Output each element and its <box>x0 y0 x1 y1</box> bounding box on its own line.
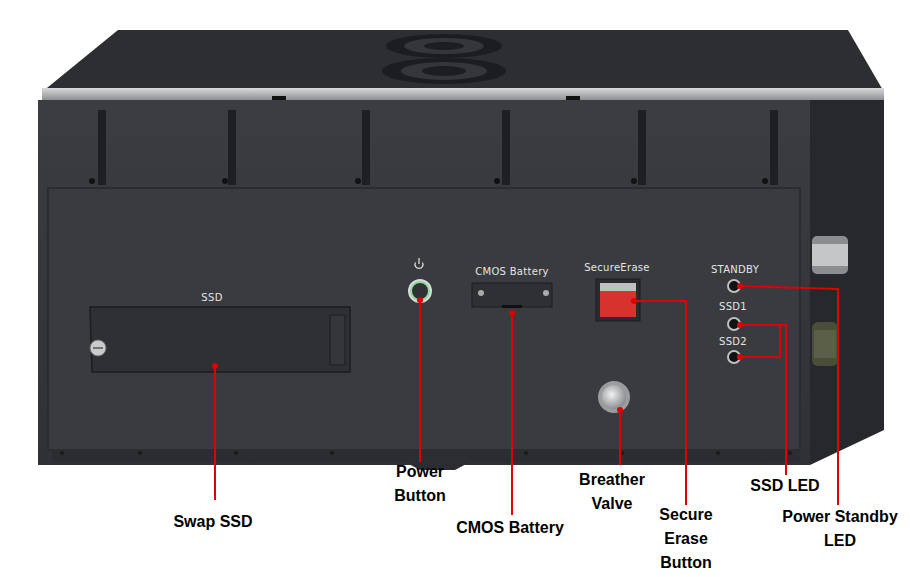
leader-lines <box>215 286 838 515</box>
callout-label: Breather Valve <box>572 468 652 516</box>
callout-label: Swap SSD <box>153 510 273 534</box>
led-label: SSD2 <box>708 336 758 348</box>
panel-label: SecureErase <box>572 262 662 274</box>
panel-label: CMOS Battery <box>462 266 562 278</box>
led-label: SSD1 <box>708 301 758 313</box>
power-button <box>408 258 432 303</box>
callout-label: Secure Erase Button <box>641 503 731 575</box>
callout-label: Power Button <box>385 460 455 508</box>
callout-label: Power Standby LED <box>773 505 908 553</box>
callout-label: SSD LED <box>740 474 830 498</box>
callout-label: CMOS Battery <box>440 516 580 540</box>
led-label: STANDBY <box>700 264 770 276</box>
panel-label: SSD <box>172 292 252 304</box>
